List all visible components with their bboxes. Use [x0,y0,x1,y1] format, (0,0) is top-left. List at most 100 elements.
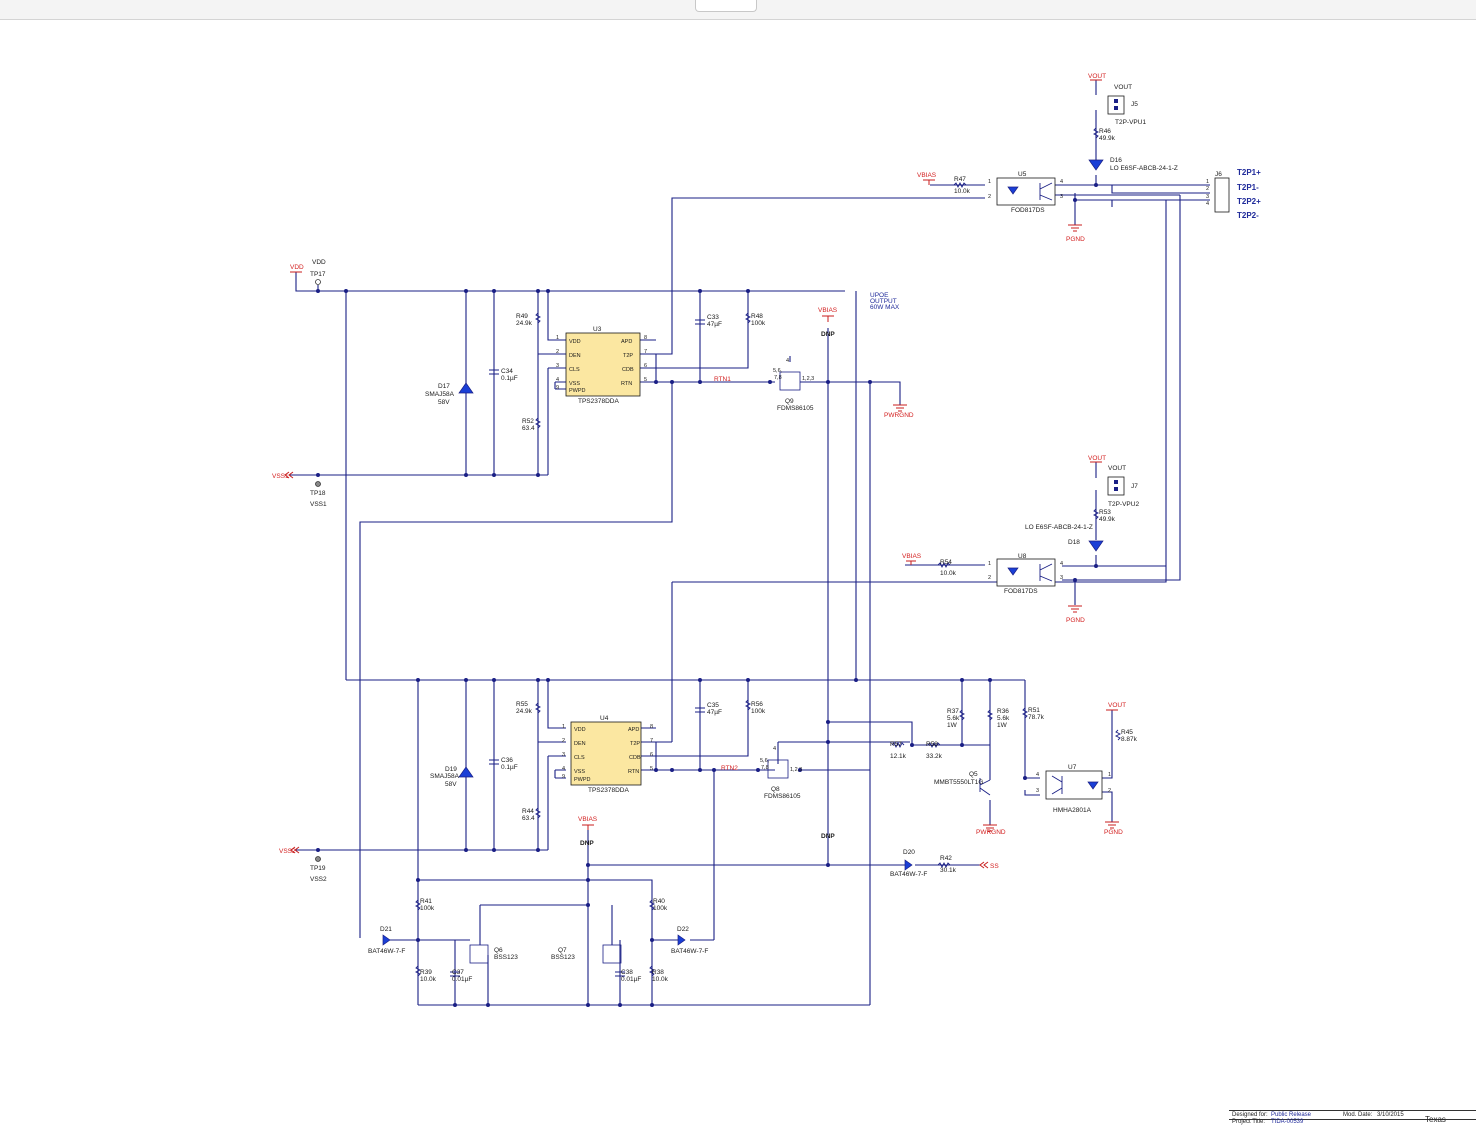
svg-text:R47: R47 [954,176,966,183]
svg-text:D22: D22 [677,926,689,933]
j6-label-t2p2-minus: T2P2- [1237,211,1259,220]
title-block: Designed for: Public Release Mod. Date: … [1229,1110,1476,1125]
title-block-mod-date-label: Mod. Date: [1343,1112,1373,1118]
ic-u8: U8 FOD817DS 12 43 [988,553,1063,595]
svg-text:VSS: VSS [569,381,580,387]
svg-text:5: 5 [644,377,647,383]
svg-text:7: 7 [650,738,653,744]
svg-text:3: 3 [556,363,559,369]
svg-text:R49: R49 [516,313,528,320]
svg-text:CLS: CLS [574,755,585,761]
svg-text:LO E6SF-ABCB-24-1-Z: LO E6SF-ABCB-24-1-Z [1025,524,1093,531]
svg-text:R46: R46 [1099,128,1111,135]
svg-text:7: 7 [644,349,647,355]
svg-text:C33: C33 [707,314,719,321]
window-tab-handle[interactable] [695,0,757,12]
svg-text:BAT46W-7-F: BAT46W-7-F [890,871,927,878]
svg-text:4: 4 [1060,561,1063,567]
net-label-pwrgnd-q5: PWRGND [976,829,1006,836]
svg-text:6: 6 [650,752,653,758]
svg-text:R40: R40 [653,898,665,905]
annotation-line3: 60W MAX [870,304,900,311]
u5-part: FOD817DS [1011,207,1045,214]
svg-text:R51: R51 [1028,707,1040,714]
svg-text:D18: D18 [1068,539,1080,546]
svg-text:R45: R45 [1121,729,1133,736]
j6-label-t2p2-plus: T2P2+ [1237,197,1261,206]
svg-text:1: 1 [1108,772,1111,778]
svg-text:BSS123: BSS123 [551,954,575,961]
svg-text:3: 3 [1060,194,1063,200]
u3-part: TPS2378DDA [578,398,619,405]
svg-text:APD: APD [628,727,639,733]
u3-ref: U3 [593,326,602,333]
svg-text:R56: R56 [751,701,763,708]
svg-text:2: 2 [988,575,991,581]
svg-text:R39: R39 [420,969,432,976]
svg-text:FDMS86105: FDMS86105 [764,793,801,800]
net-label-vout-top: VOUT [1088,73,1106,80]
svg-text:100k: 100k [751,320,766,327]
ic-u5: U5 FOD817DS 12 43 [988,171,1063,214]
svg-text:10.0k: 10.0k [420,976,437,983]
svg-text:7,8: 7,8 [761,765,769,771]
svg-text:100k: 100k [420,905,435,912]
svg-text:J6: J6 [1215,171,1222,178]
svg-text:10.0k: 10.0k [652,976,669,983]
svg-text:VDD: VDD [569,339,581,345]
svg-text:Q6: Q6 [494,947,503,954]
net-label-pgnd-u7: PGND [1104,829,1123,836]
svg-text:R52: R52 [522,418,534,425]
svg-text:3: 3 [562,752,565,758]
svg-text:BAT46W-7-F: BAT46W-7-F [368,948,405,955]
svg-text:2: 2 [1206,186,1209,192]
svg-text:5,6,: 5,6, [760,758,770,764]
svg-text:PWPD: PWPD [574,777,591,783]
svg-text:12.1k: 12.1k [890,753,907,760]
svg-text:BAT46W-7-F: BAT46W-7-F [671,948,708,955]
svg-text:DEN: DEN [569,353,581,359]
svg-text:D21: D21 [380,926,392,933]
svg-text:4: 4 [786,358,789,364]
svg-text:24.9k: 24.9k [516,708,533,715]
power-symbols: VDD VDD TP17 VSS1 TP18 VSS1 VSS2 TP19 VS… [272,73,1126,883]
svg-text:0.01µF: 0.01µF [452,976,472,983]
svg-text:4: 4 [773,746,776,752]
svg-text:Q8: Q8 [771,786,780,793]
u7-ref: U7 [1068,764,1077,771]
svg-text:1W: 1W [997,722,1008,729]
dnp-label-top: DNP [821,331,835,338]
u8-part: FOD817DS [1004,588,1038,595]
svg-text:78.7k: 78.7k [1028,714,1045,721]
tp18-label: TP18 [310,490,326,497]
u8-ref: U8 [1018,553,1027,560]
title-block-project-title-label: Project Title: [1232,1119,1266,1125]
net-label-vout-mid: VOUT [1088,455,1106,462]
svg-text:5,6,: 5,6, [773,368,783,374]
svg-text:D19: D19 [445,766,457,773]
connector-j6: J6 1 2 3 4 T2P1+ T2P1- T2P2+ T2P2- [1206,168,1261,220]
tp17-label: TP17 [310,271,326,278]
tp17-net-label: VDD [312,259,326,266]
svg-text:8: 8 [644,335,647,341]
net-label-vss2: VSS2 [279,848,296,855]
svg-text:Q9: Q9 [785,398,794,405]
svg-text:R44: R44 [522,808,534,815]
u7-part: HMHA2801A [1053,807,1092,814]
svg-text:T2P-VPU1: T2P-VPU1 [1115,119,1146,126]
svg-text:1,2,3: 1,2,3 [802,376,814,382]
svg-text:Q7: Q7 [558,947,567,954]
tp19-label: TP19 [310,865,326,872]
svg-text:10.0k: 10.0k [954,188,971,195]
svg-text:0.1µF: 0.1µF [501,764,518,771]
svg-text:Q5: Q5 [969,771,978,778]
title-block-designed-for-label: Designed for: [1232,1112,1268,1118]
svg-text:R53: R53 [1099,509,1111,516]
svg-text:1: 1 [988,179,991,185]
svg-text:49.9k: 49.9k [1099,135,1116,142]
svg-text:R38: R38 [652,969,664,976]
svg-text:4: 4 [1060,179,1063,185]
svg-text:SMAJ58A: SMAJ58A [430,773,460,780]
svg-text:47µF: 47µF [707,709,722,716]
svg-text:1: 1 [562,724,565,730]
